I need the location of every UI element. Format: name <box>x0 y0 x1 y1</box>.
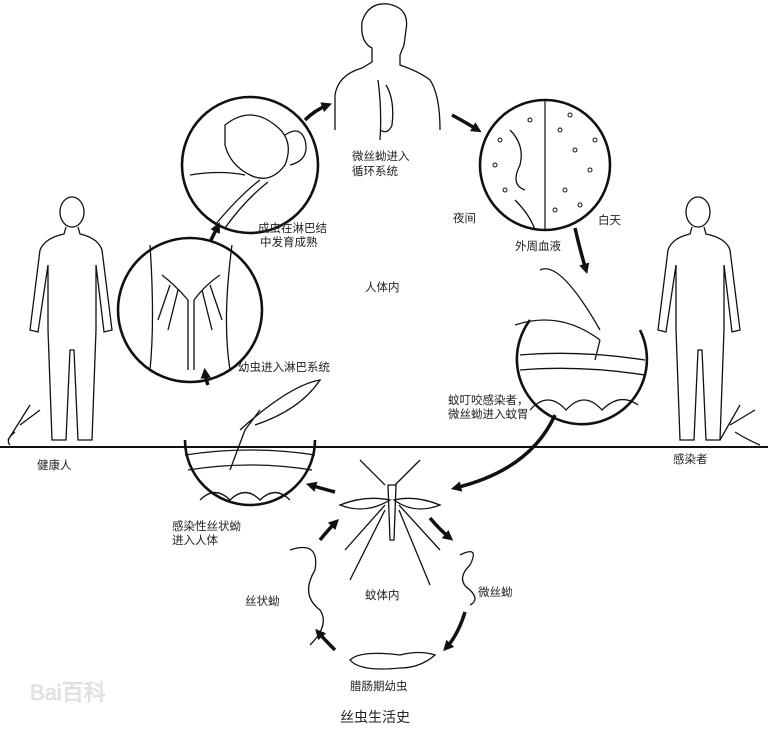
label-infective-1: 感染性丝状蚴 <box>172 519 241 533</box>
label-filariform: 丝状蚴 <box>245 594 280 608</box>
infective-bite-circle <box>183 379 322 507</box>
peripheral-blood-circle <box>478 98 612 232</box>
cycle-arrows <box>200 102 590 652</box>
label-in-human: 人体内 <box>365 280 400 294</box>
label-mf-circulation-2: 循环系统 <box>352 164 398 178</box>
mosquito-figure <box>338 459 442 586</box>
healthy-person-figure <box>29 196 113 441</box>
label-microfilaria: 微丝蚴 <box>478 585 513 599</box>
infected-person-figure <box>657 196 741 441</box>
label-infected: 感染者 <box>673 452 708 466</box>
leg-lymphatics-circle <box>116 236 264 384</box>
mosquito-small-left <box>7 404 41 446</box>
label-adult-lymph-2: 中发育成熟 <box>260 235 318 249</box>
label-bite-1: 蚊叮咬感染者， <box>448 393 529 407</box>
label-peripheral-blood: 外周血液 <box>515 239 561 253</box>
label-larva-lymph: 幼虫进入淋巴系统 <box>238 360 330 374</box>
label-infective-2: 进入人体 <box>172 533 218 547</box>
label-adult-lymph-1: 成虫在淋巴结 <box>258 221 327 235</box>
microfilaria-figure <box>459 551 476 606</box>
label-night: 夜间 <box>453 211 476 225</box>
diagram-title: 丝虫生活史 <box>340 710 410 726</box>
label-sausage: 腊肠期幼虫 <box>350 679 408 693</box>
label-day: 白天 <box>598 213 621 227</box>
sausage-larva-figure <box>349 651 437 670</box>
label-in-mosquito: 蚊体内 <box>365 588 400 602</box>
mosquito-small-right <box>719 404 761 446</box>
filariform-larva-figure <box>289 546 324 646</box>
lymph-node-circle <box>180 95 320 235</box>
label-bite-2: 微丝蚴进入蚊胃 <box>448 407 529 421</box>
mosquito-feeding-circle <box>514 268 649 426</box>
label-mf-circulation-1: 微丝蚴进入 <box>352 149 410 163</box>
human-torso-figure <box>334 3 441 141</box>
label-healthy: 健康人 <box>37 458 72 472</box>
baidu-watermark: Bai百科 <box>30 680 106 705</box>
